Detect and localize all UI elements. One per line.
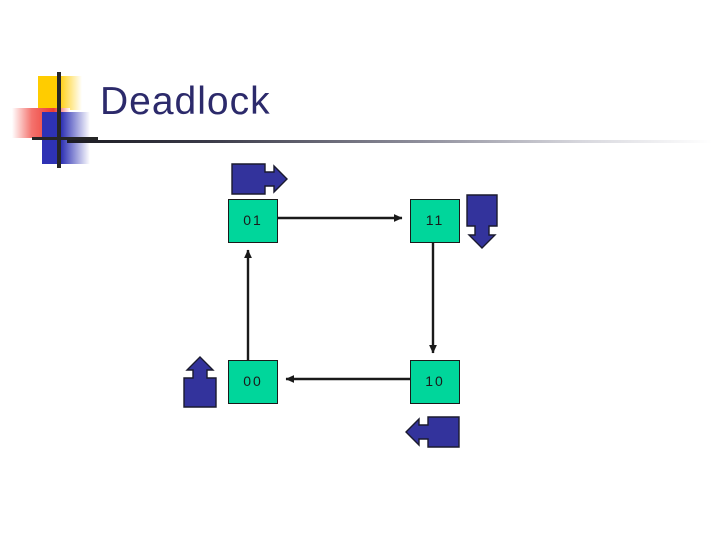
block-arrow-right-icon [231, 163, 288, 195]
state-node-10[interactable]: 10 [410, 360, 460, 404]
block-arrow-left-icon [405, 416, 460, 448]
state-node-01[interactable]: 01 [228, 199, 278, 243]
slide-title: Deadlock [100, 80, 271, 123]
state-node-11[interactable]: 11 [410, 199, 460, 243]
block-arrow-down-icon [466, 194, 498, 249]
title-underline-rule [67, 140, 712, 143]
state-node-00[interactable]: 00 [228, 360, 278, 404]
logo-horizontal-bar [32, 137, 98, 140]
decorative-corner-logo [12, 72, 98, 168]
logo-vertical-bar [57, 72, 61, 168]
block-arrow-up-icon [183, 356, 217, 408]
